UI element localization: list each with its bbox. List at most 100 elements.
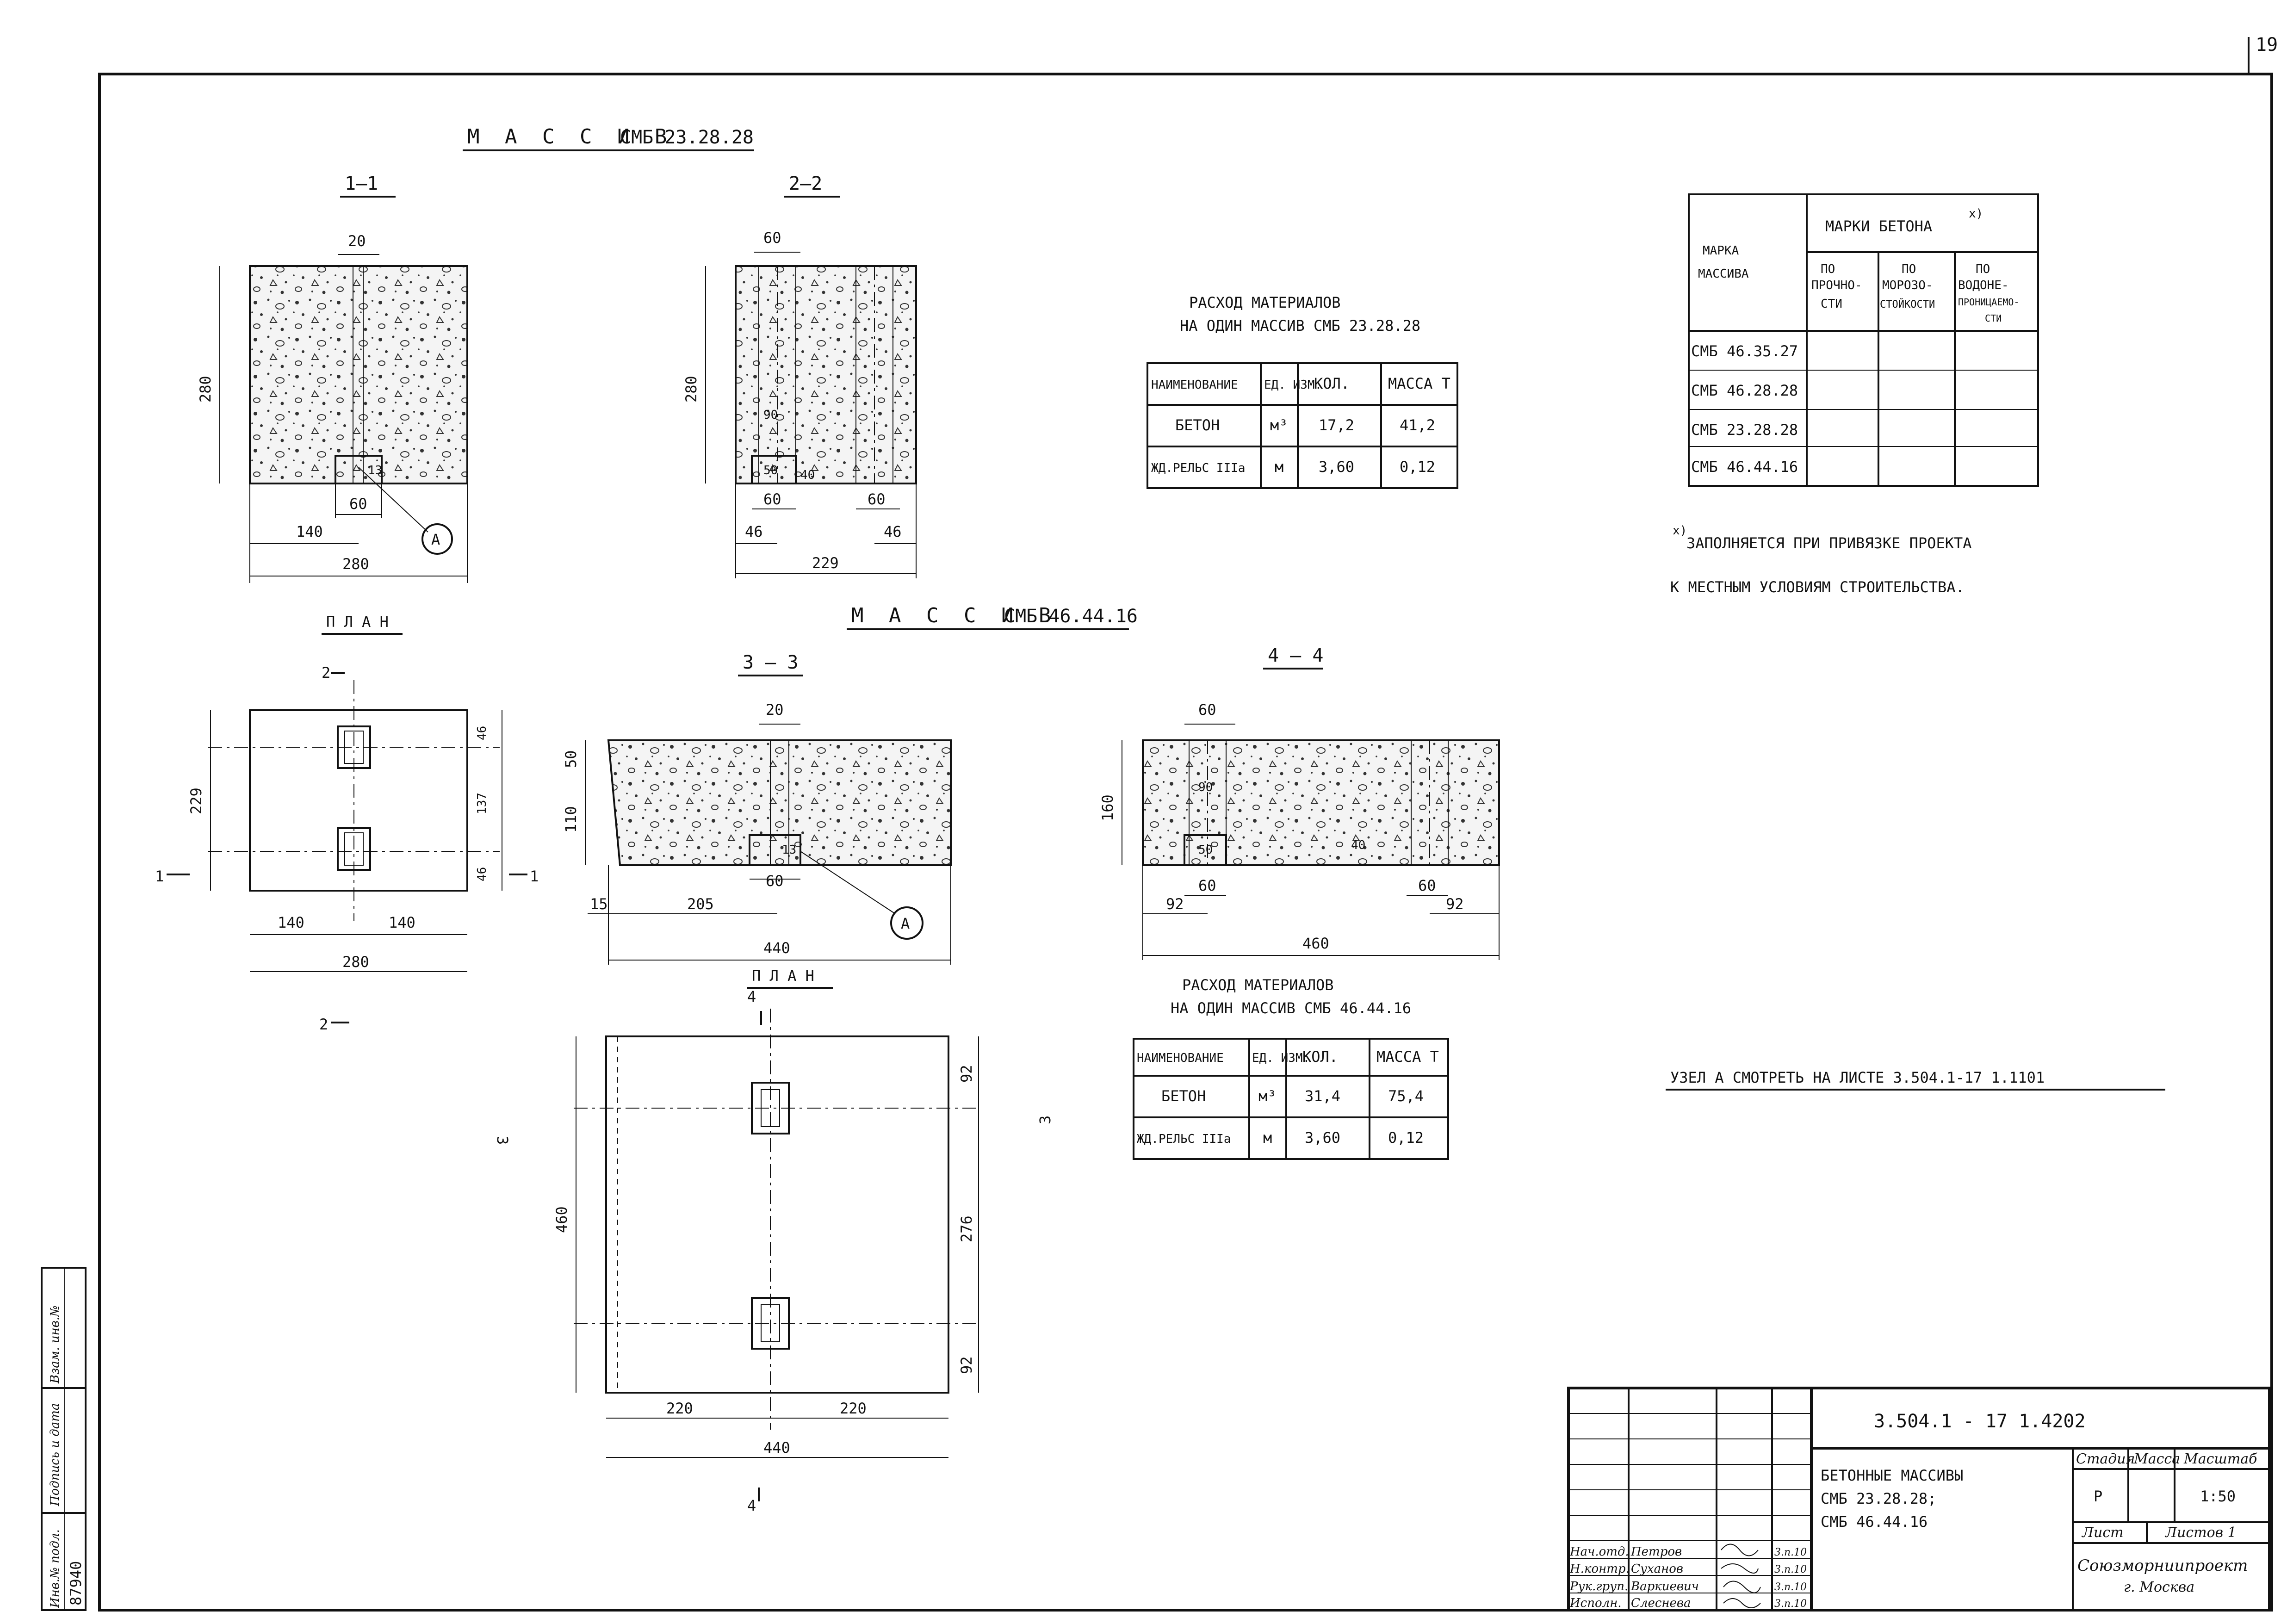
svg-text:31,4: 31,4 <box>1305 1087 1340 1105</box>
svg-text:Суханов: Суханов <box>1631 1562 1683 1576</box>
svg-text:4: 4 <box>747 988 756 1005</box>
section-1-1: 1–1 13 А 20 280 60 140 280 <box>197 173 468 583</box>
svg-text:15: 15 <box>590 895 608 913</box>
svg-text:1–1: 1–1 <box>345 173 378 194</box>
svg-text:280: 280 <box>682 376 700 403</box>
svg-text:М А С С И В: М А С С И В <box>467 125 673 149</box>
svg-text:БЕТОН: БЕТОН <box>1175 416 1220 434</box>
svg-text:50: 50 <box>1198 843 1213 857</box>
svg-text:3: 3 <box>1036 1116 1054 1124</box>
svg-text:92: 92 <box>958 1065 975 1083</box>
svg-text:229: 229 <box>812 554 839 572</box>
svg-text:110: 110 <box>562 806 580 833</box>
svg-text:280: 280 <box>342 555 369 573</box>
svg-text:МАРКИ БЕТОНА: МАРКИ БЕТОНА <box>1825 217 1932 235</box>
svg-text:40: 40 <box>800 468 815 482</box>
svg-text:13: 13 <box>368 464 382 477</box>
svg-text:Нач.отд.: Нач.отд. <box>1569 1545 1629 1559</box>
svg-text:ЖД.РЕЛЬС IIIа: ЖД.РЕЛЬС IIIа <box>1137 1132 1231 1146</box>
svg-text:МОРОЗО-: МОРОЗО- <box>1882 279 1933 292</box>
svg-text:0,12: 0,12 <box>1400 458 1435 476</box>
svg-text:ЗАПОЛНЯЕТСЯ ПРИ ПРИВЯЗКЕ ПР: ЗАПОЛНЯЕТСЯ ПРИ ПРИВЯЗКЕ ПРОЕКТА <box>1686 534 1972 552</box>
concrete-grades-table: МАРКА МАССИВА МАРКИ БЕТОНА x) ПО ПРОЧНО-… <box>1688 193 2039 487</box>
svg-text:Исполн.: Исполн. <box>1569 1596 1622 1610</box>
svg-text:м: м <box>1275 458 1283 476</box>
svg-text:РАСХОД МАТЕРИАЛОВ: РАСХОД МАТЕРИАЛОВ <box>1182 976 1334 994</box>
svg-text:440: 440 <box>763 1439 790 1457</box>
svg-text:К МЕСТНЫМ УСЛОВИЯМ СТРОИТЕЛЬ: К МЕСТНЫМ УСЛОВИЯМ СТРОИТЕЛЬСТВА. <box>1670 578 1965 596</box>
svg-text:3,60: 3,60 <box>1319 458 1354 476</box>
svg-text:Петров: Петров <box>1630 1545 1682 1559</box>
svg-text:3: 3 <box>494 1136 511 1145</box>
svg-text:СТИ: СТИ <box>1985 313 2002 324</box>
svg-text:СМБ 46.44.16: СМБ 46.44.16 <box>1821 1513 1928 1531</box>
svg-text:17,2: 17,2 <box>1319 416 1354 434</box>
svg-text:СМБ 46.44.16: СМБ 46.44.16 <box>1691 458 1798 476</box>
svg-text:КОЛ.: КОЛ. <box>1314 375 1350 392</box>
svg-text:46: 46 <box>475 726 489 740</box>
materials-table-1: РАСХОД МАТЕРИАЛОВ НА ОДИН МАССИВ СМБ 23.… <box>1147 294 1458 489</box>
svg-text:60: 60 <box>763 490 781 508</box>
svg-text:90: 90 <box>763 408 778 422</box>
svg-text:50: 50 <box>763 464 778 477</box>
svg-text:г. Москва: г. Москва <box>2124 1579 2194 1595</box>
svg-text:Масштаб: Масштаб <box>2183 1451 2257 1467</box>
svg-text:ПО: ПО <box>1902 262 1916 276</box>
svg-text:280: 280 <box>342 953 369 971</box>
svg-text:СМБ 46.28.28: СМБ 46.28.28 <box>1691 382 1798 399</box>
svg-text:x): x) <box>1673 524 1687 538</box>
svg-text:НА ОДИН МАССИВ СМБ 46.44.16: НА ОДИН МАССИВ СМБ 46.44.16 <box>1171 999 1411 1017</box>
svg-text:140: 140 <box>278 914 304 931</box>
svg-text:РАСХОД МАТЕРИАЛОВ: РАСХОД МАТЕРИАЛОВ <box>1189 294 1341 311</box>
signature-rows: Нач.отд. Петров 3.п.10 Н.контр. Суханов … <box>1569 1543 1807 1610</box>
svg-text:СМБ 23.28.28: СМБ 23.28.28 <box>1691 421 1798 439</box>
svg-text:92: 92 <box>958 1356 975 1374</box>
svg-text:МАССА Т: МАССА Т <box>1388 375 1450 392</box>
svg-text:м³: м³ <box>1258 1087 1277 1105</box>
svg-text:46: 46 <box>475 867 489 881</box>
side-stamp: Взам. инв.№ Подпись и дата Инв.№ подл. 8… <box>41 1267 87 1611</box>
svg-text:460: 460 <box>553 1206 570 1233</box>
svg-text:м³: м³ <box>1270 416 1288 434</box>
svg-text:ПРОНИЦАЕМО-: ПРОНИЦАЕМО- <box>1958 297 2019 308</box>
svg-text:46: 46 <box>884 523 902 540</box>
plan-1: П Л А Н 2 229 46 137 46 1 1 140 140 280 … <box>155 613 539 1033</box>
svg-text:220: 220 <box>840 1400 867 1417</box>
svg-text:СМБ 46.35.27: СМБ 46.35.27 <box>1691 342 1798 360</box>
svg-text:3.п.10: 3.п.10 <box>1774 1581 1807 1593</box>
svg-text:41,2: 41,2 <box>1400 416 1435 434</box>
svg-text:П Л А Н: П Л А Н <box>326 613 389 631</box>
svg-text:440: 440 <box>763 939 790 957</box>
svg-text:0,12: 0,12 <box>1388 1129 1424 1147</box>
svg-text:160: 160 <box>1099 794 1116 821</box>
svg-text:2: 2 <box>322 664 330 682</box>
svg-text:40: 40 <box>1351 838 1365 852</box>
svg-text:Союзморниипроект: Союзморниипроект <box>2077 1556 2248 1575</box>
svg-text:Слеснева: Слеснева <box>1631 1596 1691 1610</box>
svg-text:НАИМЕНОВАНИЕ: НАИМЕНОВАНИЕ <box>1137 1051 1224 1065</box>
svg-text:Подпись и дата: Подпись и дата <box>48 1403 62 1506</box>
svg-text:276: 276 <box>958 1215 975 1242</box>
svg-text:20: 20 <box>348 232 366 250</box>
section-2-2: 2–2 50 90 40 60 280 60 60 46 46 229 <box>682 173 917 578</box>
massiv-1-heading: М А С С И В СМБ 23.28.28 <box>463 125 754 151</box>
svg-text:МАРКА: МАРКА <box>1703 244 1739 258</box>
svg-text:А: А <box>901 915 910 932</box>
node-reference: УЗЕЛ А СМОТРЕТЬ НА ЛИСТЕ 3.504.1-17 1.11… <box>1666 1069 2165 1091</box>
svg-text:СМБ 23.28.28;: СМБ 23.28.28; <box>1821 1490 1936 1507</box>
svg-text:220: 220 <box>666 1400 693 1417</box>
svg-text:Инв.№ подл.: Инв.№ подл. <box>48 1529 62 1608</box>
svg-text:ЕД. ИЗМ.: ЕД. ИЗМ. <box>1264 378 1322 392</box>
svg-text:СМБ 23.28.28: СМБ 23.28.28 <box>620 127 754 148</box>
svg-text:Взам. инв.№: Взам. инв.№ <box>48 1305 62 1384</box>
svg-text:50: 50 <box>562 750 580 768</box>
svg-text:60: 60 <box>868 490 886 508</box>
svg-text:МАССИВА: МАССИВА <box>1698 267 1749 281</box>
svg-text:46: 46 <box>745 523 763 540</box>
svg-text:НА ОДИН МАССИВ СМБ 23.28.28: НА ОДИН МАССИВ СМБ 23.28.28 <box>1180 317 1420 335</box>
svg-text:Лист: Лист <box>2081 1525 2124 1541</box>
svg-text:ЕД. ИЗМ.: ЕД. ИЗМ. <box>1252 1051 1310 1065</box>
svg-text:м: м <box>1263 1129 1272 1147</box>
svg-text:3 – 3: 3 – 3 <box>743 652 798 673</box>
